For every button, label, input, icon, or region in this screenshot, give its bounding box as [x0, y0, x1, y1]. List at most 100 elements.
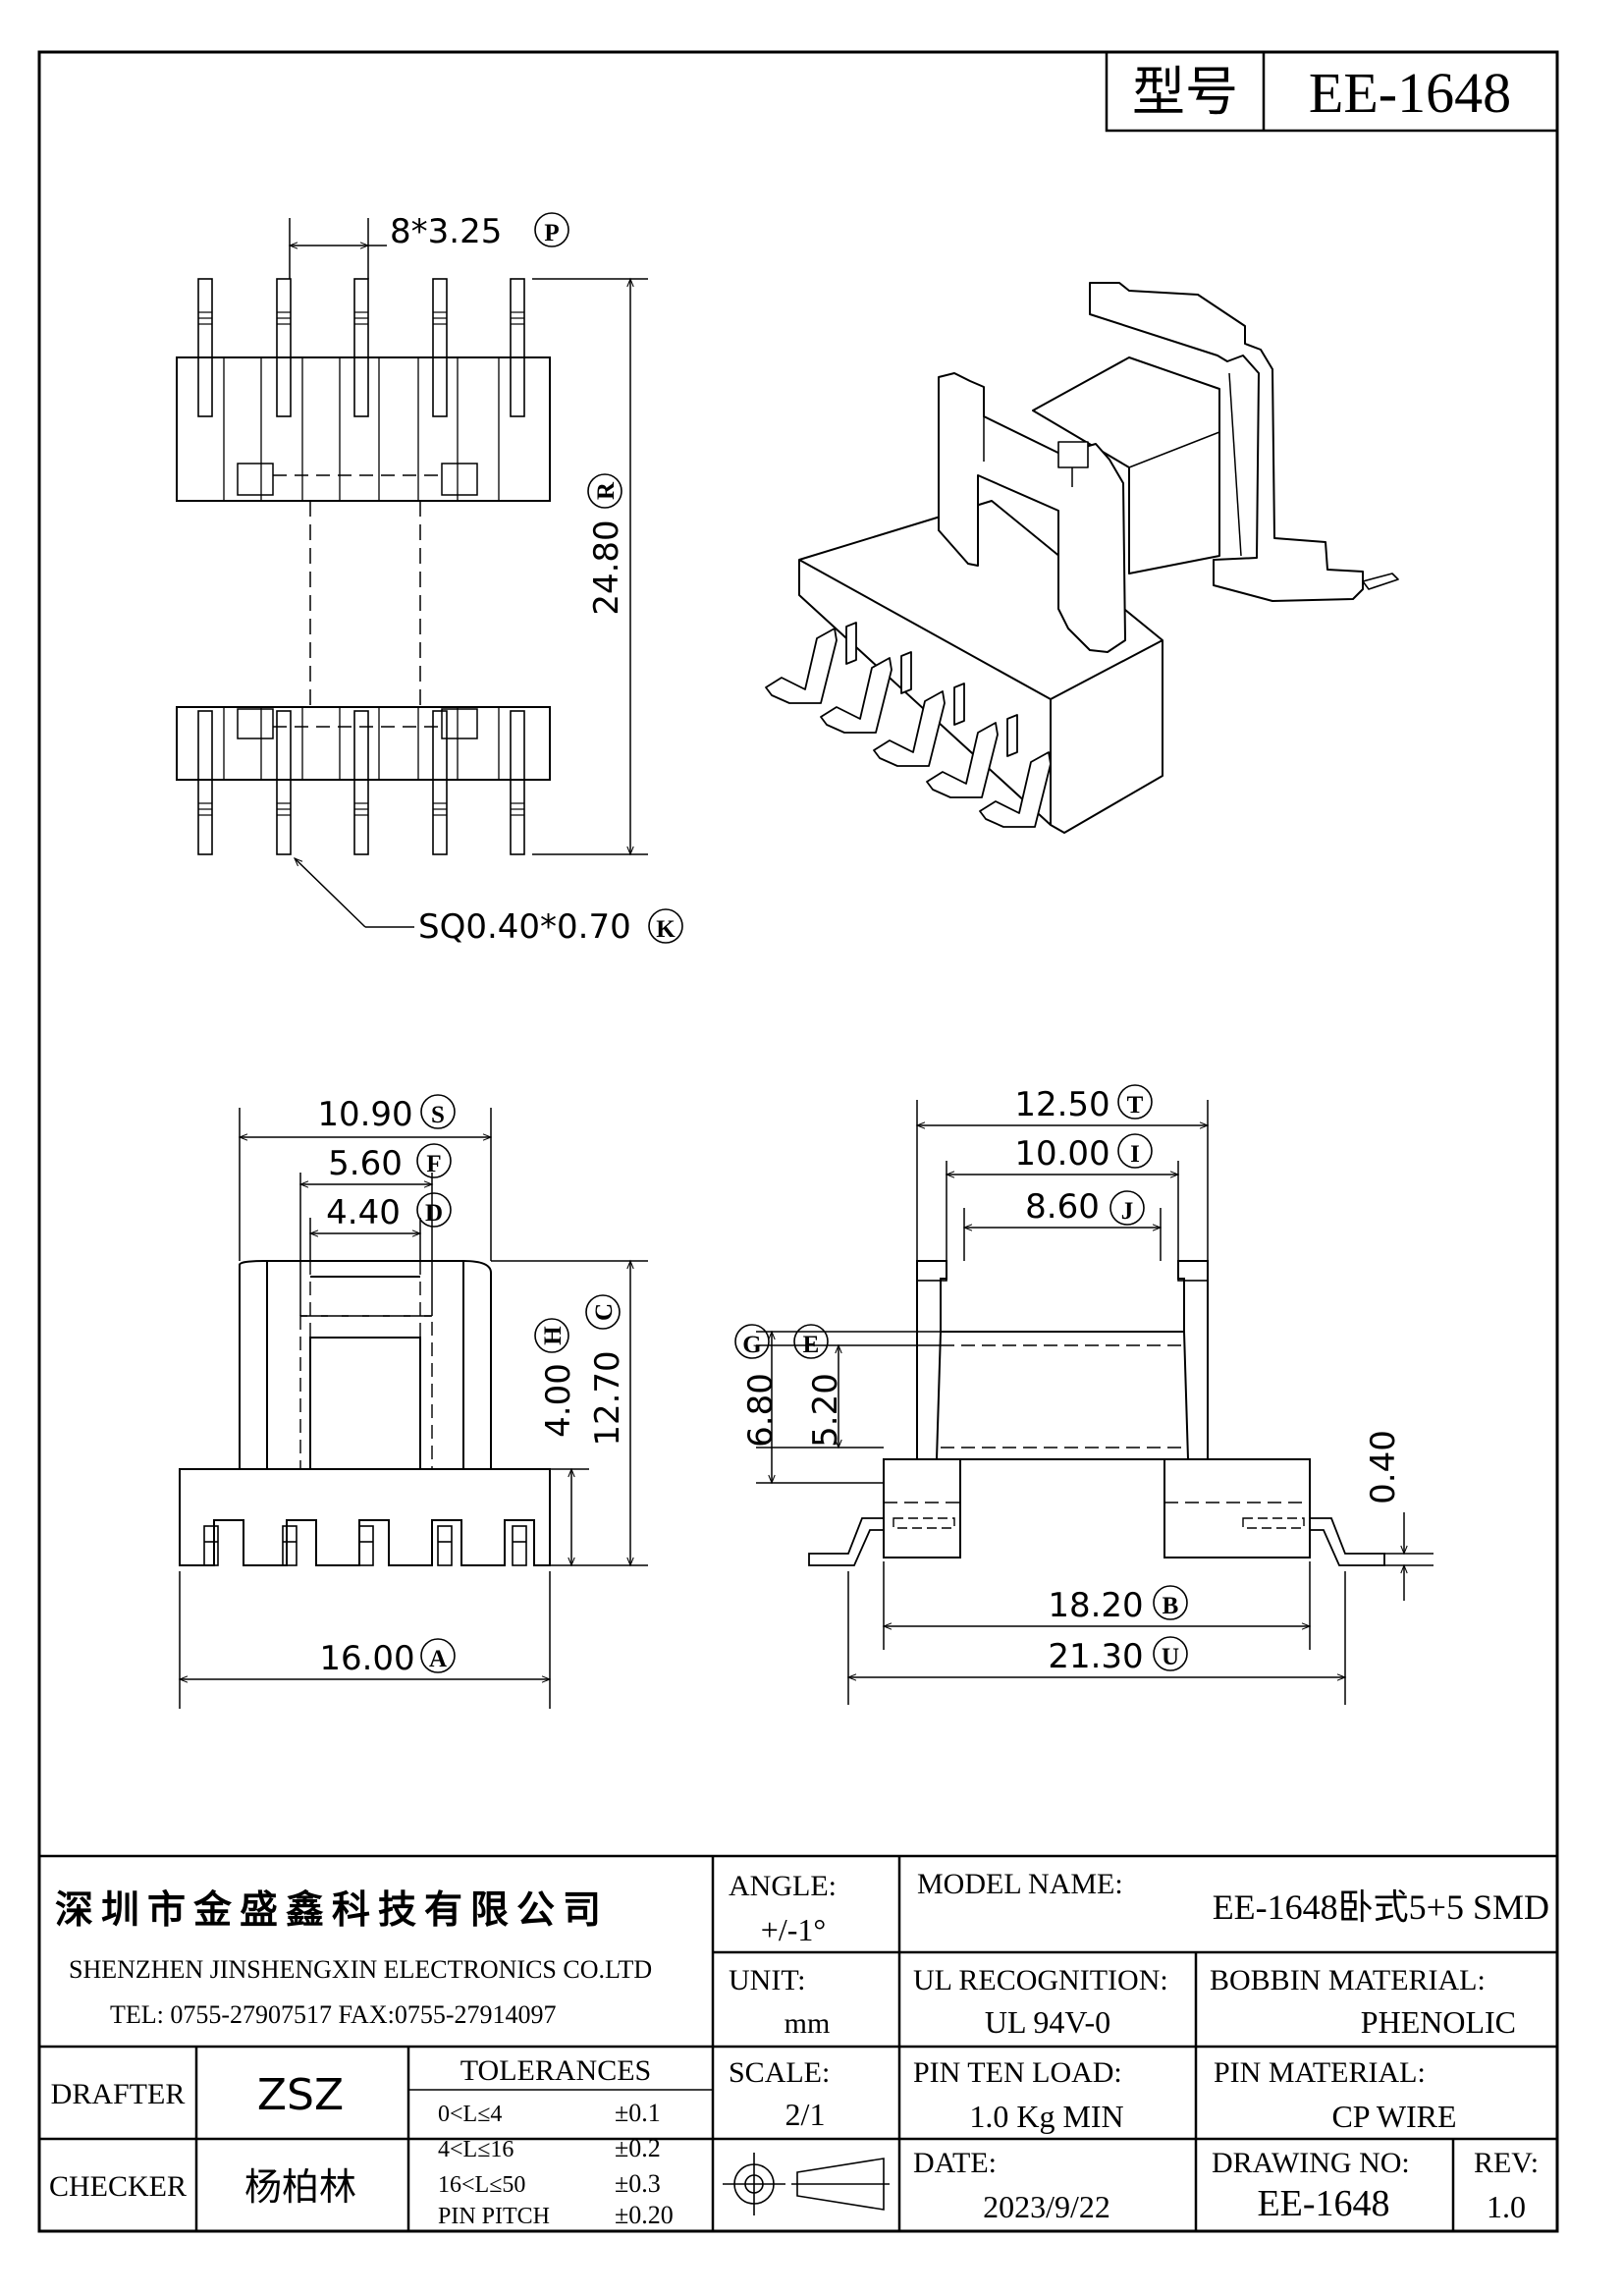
dim-F-code: F [426, 1151, 441, 1177]
dim-C-value: 12.70 [588, 1350, 627, 1446]
pin-ten-load-label: PIN TEN LOAD: [913, 2056, 1122, 2089]
company-name-cn: 深圳市金盛鑫科技有限公司 [55, 1888, 609, 1933]
dim-E-value: 5.20 [806, 1373, 845, 1448]
dim-T-badge [1117, 1084, 1153, 1120]
dim-G-badge [734, 1324, 770, 1359]
dim-U-code: U [1162, 1644, 1179, 1670]
dim-J-badge [1109, 1190, 1145, 1226]
dim-P-code: P [544, 220, 559, 246]
tolerance-value: ±0.3 [615, 2169, 661, 2198]
dim-S-value: 10.90 [317, 1095, 412, 1134]
model-value: EE-1648 [1309, 61, 1511, 125]
drawing-no-label: DRAWING NO: [1212, 2147, 1410, 2179]
tolerances-label: TOLERANCES [460, 2054, 651, 2087]
dim-S [238, 1108, 493, 1261]
front-view [179, 1260, 551, 1566]
dim-thk-value: 0.40 [1364, 1430, 1403, 1504]
dim-P-badge [534, 212, 569, 247]
dim-K-value: SQ0.40*0.70 [418, 907, 631, 947]
projection-symbol [723, 2153, 890, 2215]
dim-I-value: 10.00 [1014, 1134, 1109, 1174]
bobbin-material-label: BOBBIN MATERIAL: [1210, 1964, 1486, 1996]
dim-H-badge [534, 1318, 569, 1353]
dim-A-value: 16.00 [319, 1639, 414, 1678]
dim-C-code: C [591, 1303, 618, 1321]
scale-value: 2/1 [785, 2097, 826, 2132]
dim-A [178, 1571, 552, 1709]
dim-I [945, 1161, 1180, 1261]
title-block-grid [39, 1854, 1557, 2231]
company-contact: TEL: 0755-27907517 FAX:0755-27914097 [110, 2000, 557, 2029]
angle-label: ANGLE: [729, 1870, 837, 1902]
angle-value: +/-1° [761, 1912, 826, 1947]
pin-material-value: CP WIRE [1331, 2099, 1456, 2134]
dim-I-badge [1117, 1133, 1153, 1169]
dim-S-badge [420, 1094, 456, 1129]
dim-S-code: S [431, 1102, 445, 1128]
tolerance-value: ±0.20 [615, 2201, 674, 2229]
dim-F-value: 5.60 [328, 1144, 403, 1183]
dim-J-code: J [1121, 1198, 1134, 1225]
dim-A-code: A [429, 1646, 447, 1672]
dim-F-badge [416, 1143, 452, 1178]
date-value: 2023/9/22 [983, 2189, 1110, 2224]
dim-E-badge [793, 1324, 829, 1359]
dim-U [846, 1571, 1347, 1705]
scale-label: SCALE: [729, 2056, 830, 2089]
isometric-view [765, 282, 1399, 834]
dim-J [962, 1208, 1163, 1261]
dim-P-value: 8*3.25 [390, 212, 502, 251]
dim-A-badge [420, 1638, 456, 1673]
checker-label: CHECKER [49, 2170, 187, 2203]
dim-thk [1384, 1512, 1434, 1601]
dim-U-badge [1153, 1636, 1188, 1671]
dim-B-badge [1153, 1585, 1188, 1620]
model-name-label: MODEL NAME: [917, 1868, 1123, 1900]
dim-B-value: 18.20 [1048, 1586, 1143, 1625]
dim-T-value: 12.50 [1014, 1085, 1109, 1124]
pin-ten-load-value: 1.0 Kg MIN [969, 2099, 1123, 2134]
bobbin-material-value: PHENOLIC [1361, 2004, 1516, 2040]
dim-G-value: 6.80 [741, 1373, 781, 1448]
dim-T-code: T [1127, 1092, 1144, 1119]
header-box: 型号 EE-1648 [1105, 52, 1557, 133]
unit-label: UNIT: [729, 1964, 806, 1996]
rev-value: 1.0 [1487, 2189, 1526, 2224]
model-label: 型号 [1132, 63, 1238, 122]
unit-value: mm [784, 2007, 831, 2040]
dim-E-code: E [803, 1332, 820, 1358]
dim-R-value: 24.80 [587, 519, 626, 615]
dim-D-badge [416, 1192, 452, 1228]
checker-value: 杨柏林 [244, 2165, 356, 2209]
model-name-value: EE-1648卧式5+5 SMD [1213, 1887, 1549, 1927]
dim-R [532, 277, 648, 856]
dim-D [308, 1218, 422, 1261]
sheet-border [37, 50, 1559, 2233]
tolerance-value: ±0.2 [615, 2134, 661, 2162]
dim-C-badge [585, 1294, 621, 1330]
drafter-label: DRAFTER [51, 2078, 186, 2110]
tolerance-range: 0<L≤4 [438, 2102, 502, 2127]
tolerance-range: 16<L≤50 [438, 2172, 525, 2198]
dim-F [298, 1173, 434, 1316]
drafter-value: ZSZ [257, 2070, 344, 2120]
dim-D-value: 4.40 [326, 1193, 401, 1232]
dim-U-value: 21.30 [1048, 1637, 1143, 1676]
dim-T [915, 1100, 1210, 1261]
dim-P [288, 218, 387, 279]
dim-K-badge [648, 908, 683, 944]
dim-R-badge [587, 473, 622, 509]
ul-recognition-label: UL RECOGNITION: [913, 1964, 1168, 1996]
dim-K-leader [293, 857, 414, 928]
tolerance-range: 4<L≤16 [438, 2137, 514, 2162]
pin-material-label: PIN MATERIAL: [1214, 2056, 1426, 2089]
tolerance-range: PIN PITCH [438, 2204, 550, 2229]
dim-G-code: G [742, 1332, 761, 1358]
dim-R-code: R [593, 481, 620, 500]
top-view [176, 278, 551, 855]
dim-H-value: 4.00 [539, 1363, 578, 1438]
ul-recognition-value: UL 94V-0 [985, 2004, 1110, 2040]
rev-label: REV: [1474, 2147, 1539, 2179]
dim-J-value: 8.60 [1025, 1187, 1100, 1227]
tolerance-table: 0<L≤4 ±0.1 4<L≤16 ±0.2 16<L≤50 ±0.3 PIN … [438, 2099, 674, 2229]
